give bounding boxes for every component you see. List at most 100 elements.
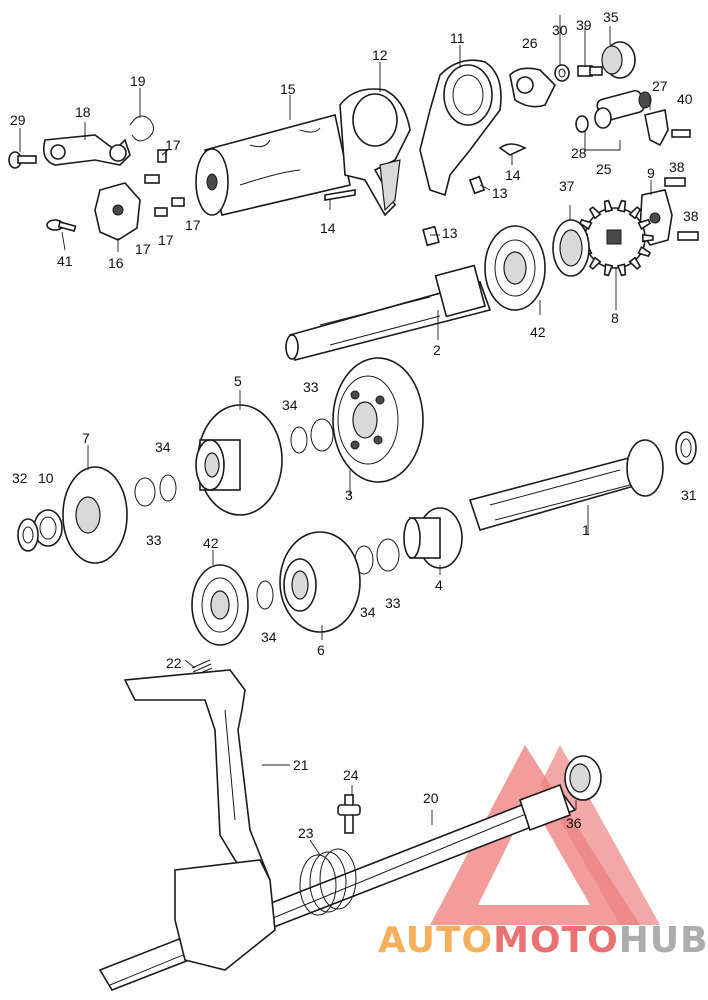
shift-arm-21 <box>123 669 271 892</box>
spring-19 <box>129 115 154 142</box>
oil-seal-36 <box>564 755 602 801</box>
label-18: 18 <box>75 104 91 120</box>
label-25: 25 <box>596 161 612 177</box>
shift-drum-15 <box>195 114 351 216</box>
label-13b: 13 <box>442 225 458 241</box>
oring-28 <box>575 115 589 133</box>
sprocket-8 <box>576 199 654 277</box>
sprocket-tooth <box>603 199 614 213</box>
pins-17 <box>144 149 185 217</box>
sprocket-tooth <box>588 206 602 220</box>
gear-4 <box>403 507 463 569</box>
label-1: 1 <box>582 522 590 538</box>
label-32: 32 <box>12 470 28 486</box>
label-22: 22 <box>166 655 182 671</box>
watermark-text: AUTOMOTOHUB <box>378 920 708 961</box>
sprocket-tooth <box>588 256 602 270</box>
sprocket-tooth <box>616 199 627 213</box>
roller-13 <box>422 175 486 247</box>
leader-lines <box>19 15 652 856</box>
bearing-42-lower <box>191 564 249 646</box>
shift-arm-18 <box>42 134 131 166</box>
bolt-39 <box>577 65 603 77</box>
gear-5 <box>195 404 283 516</box>
rings-33-34-middle <box>134 418 334 507</box>
bolt-40 <box>671 129 691 138</box>
label-6: 6 <box>317 642 325 658</box>
label-17c: 17 <box>158 232 174 248</box>
shaft-2 <box>285 264 492 361</box>
label-34a: 34 <box>282 397 298 413</box>
watermark-word-hub: HUB <box>619 920 708 961</box>
label-14b: 14 <box>320 220 336 236</box>
label-42a: 42 <box>530 324 546 340</box>
drum-plate-16 <box>94 182 141 241</box>
gear-7 <box>62 466 128 564</box>
label-29: 29 <box>10 112 26 128</box>
sprocket-tooth <box>628 206 642 220</box>
pin-14 <box>324 143 527 201</box>
plate-9 <box>639 189 673 246</box>
label-40: 40 <box>677 91 693 107</box>
label-5: 5 <box>234 373 242 389</box>
spindle-bracket <box>174 859 276 971</box>
label-4: 4 <box>435 577 443 593</box>
label-16: 16 <box>108 255 124 271</box>
shift-fork-12 <box>339 88 411 217</box>
label-31: 31 <box>681 487 697 503</box>
label-19: 19 <box>130 73 146 89</box>
label-33c: 33 <box>385 595 401 611</box>
label-41: 41 <box>57 253 73 269</box>
sprocket-tooth <box>637 245 652 258</box>
label-36: 36 <box>566 815 582 831</box>
label-34c: 34 <box>360 604 376 620</box>
sprocket-tooth <box>578 218 593 231</box>
label-20: 20 <box>423 790 439 806</box>
return-spring-23 <box>299 848 357 916</box>
label-34d: 34 <box>261 629 277 645</box>
oil-seal-37 <box>552 219 590 277</box>
label-13a: 13 <box>492 185 508 201</box>
label-15: 15 <box>280 81 296 97</box>
gear-3 <box>332 357 424 483</box>
watermark-word-moto: MOTO <box>493 920 619 961</box>
label-37: 37 <box>559 178 575 194</box>
label-33a: 33 <box>303 379 319 395</box>
label-28: 28 <box>571 145 587 161</box>
label-14a: 14 <box>505 167 521 183</box>
screw-41 <box>46 219 77 232</box>
label-24: 24 <box>343 767 359 783</box>
label-17a: 17 <box>165 137 181 153</box>
label-35: 35 <box>603 9 619 25</box>
sprocket-tooth <box>628 256 642 270</box>
label-11: 11 <box>450 30 465 46</box>
label-30: 30 <box>552 22 568 38</box>
washer-31 <box>675 431 697 465</box>
shaft-1 <box>468 439 664 531</box>
label-21: 21 <box>293 757 309 773</box>
label-9: 9 <box>647 165 655 181</box>
label-8: 8 <box>611 310 619 326</box>
sprocket-tooth <box>641 233 654 243</box>
sprocket-tooth <box>616 263 627 277</box>
bracket-27 <box>644 109 669 147</box>
label-12: 12 <box>372 47 388 63</box>
label-23: 23 <box>298 825 314 841</box>
label-33b: 33 <box>146 532 162 548</box>
sprocket-tooth <box>603 263 614 277</box>
bearing-42-upper <box>484 225 546 311</box>
label-10: 10 <box>38 470 54 486</box>
label-27: 27 <box>652 78 668 94</box>
stopper-26 <box>509 67 556 108</box>
label-3: 3 <box>345 487 353 503</box>
label-42b: 42 <box>203 535 219 551</box>
cap-35 <box>601 41 636 79</box>
neutral-switch-25 <box>594 89 652 129</box>
label-38a: 38 <box>669 159 685 175</box>
label-7: 7 <box>82 430 90 446</box>
part-labels: 1 2 3 4 5 6 7 8 9 10 11 12 13 13 14 14 1… <box>10 9 699 841</box>
label-34b: 34 <box>155 439 171 455</box>
label-39: 39 <box>576 17 592 33</box>
washer-30 <box>554 64 570 82</box>
